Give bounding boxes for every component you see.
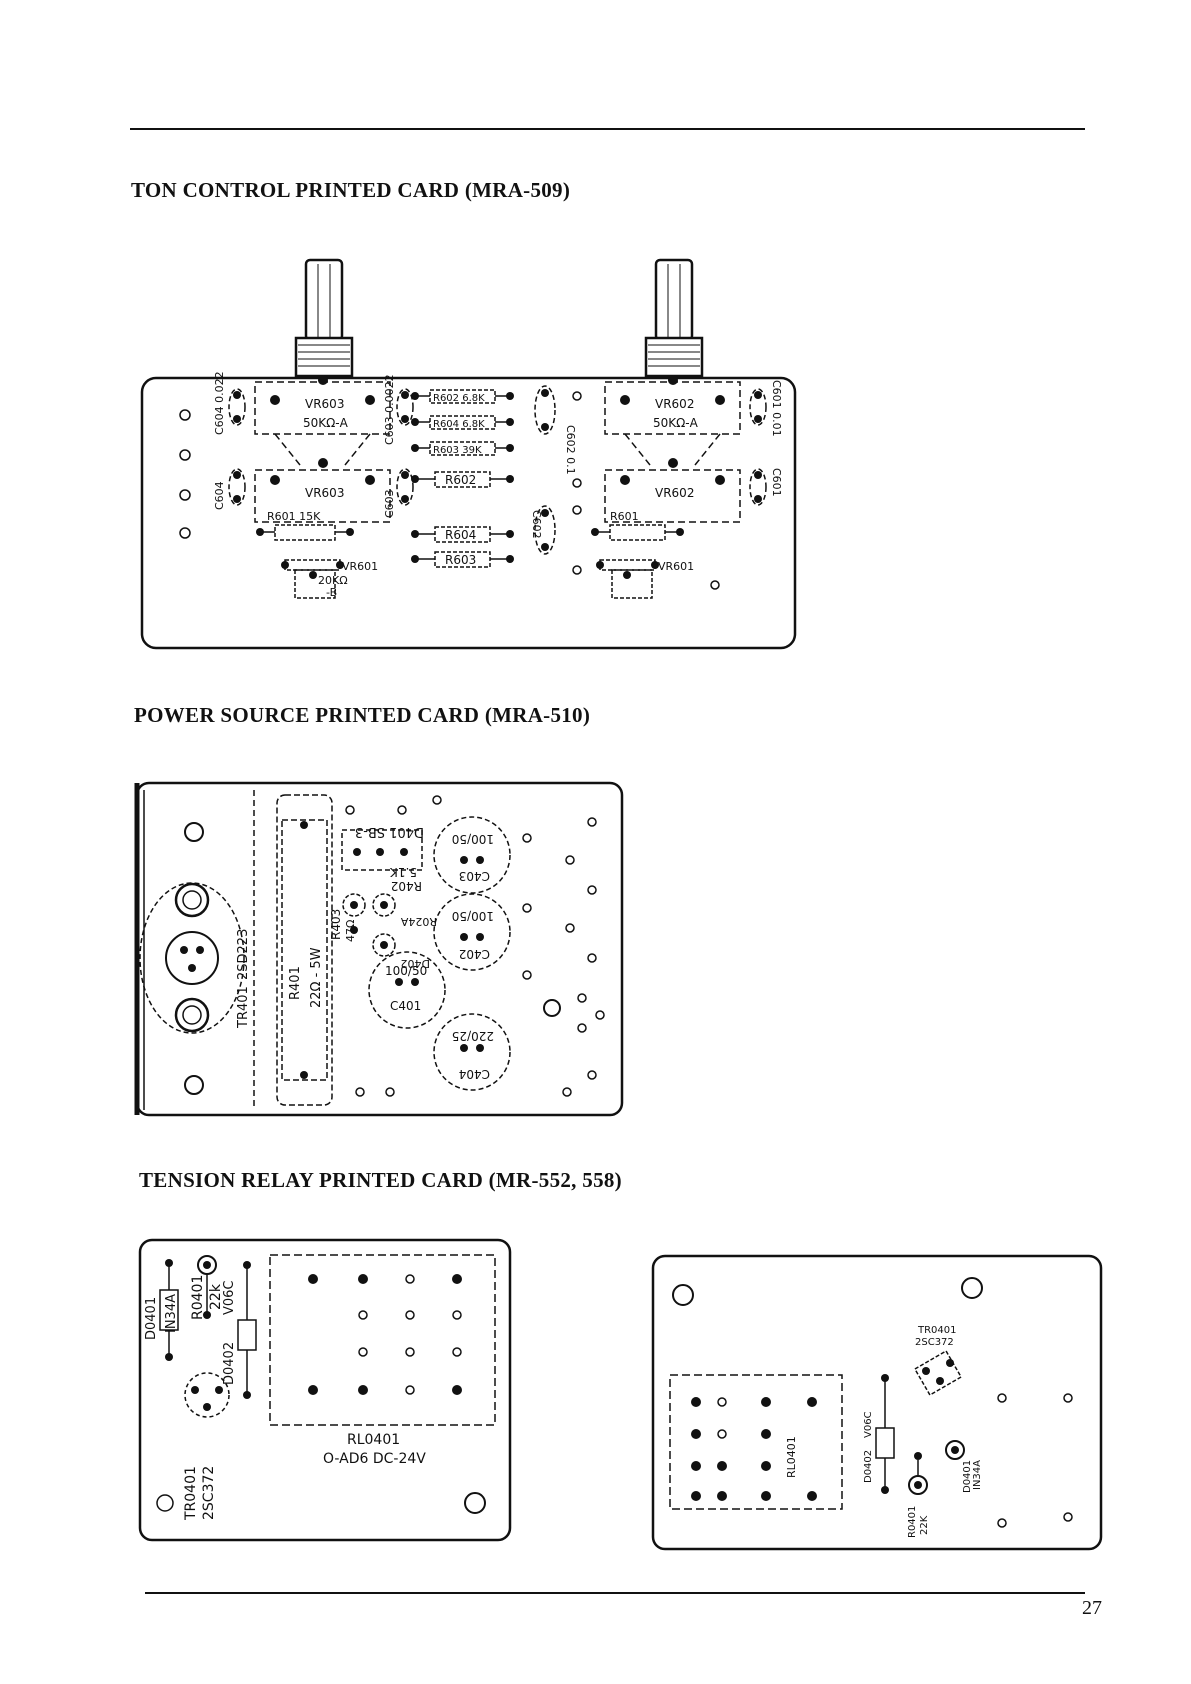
component-label-vr603-val: 50KΩ-A (303, 416, 349, 430)
component-label-d402: D402 (401, 957, 430, 970)
component-label-vr601-left: VR601 (342, 560, 378, 573)
component-label-r403-val: 47Ω (344, 920, 357, 942)
component-label-vr603-b: VR603 (305, 486, 344, 500)
pot-shaft-right (644, 258, 704, 378)
component-label-tr0401: TR0401 (917, 1325, 957, 1336)
component-label-r602: R602 (445, 473, 476, 487)
component-label-r401-val: 22Ω - 5W (309, 947, 324, 1008)
component-label-d0401: D0401 (962, 1460, 973, 1493)
component-label-c402-val: 100/50 (452, 909, 494, 923)
component-label-tr0401: TR0401 (183, 1466, 199, 1521)
component-label-r602-val: R602 6.8K (433, 393, 485, 404)
component-label-d0402-val: V06C (863, 1411, 874, 1438)
component-label-d401: D401 SB-3 (355, 824, 424, 839)
component-label-c604: C604 (213, 481, 226, 510)
component-label-vr602-val: 50KΩ-A (653, 416, 699, 430)
component-label-r601-right: R601 (610, 510, 639, 523)
page-number: 27 (1082, 1597, 1102, 1619)
power-source-board: TR401 2SD223 R401 22Ω - 5W D401 SB-3 R40… (132, 780, 632, 1120)
component-label-d0401-val: IN34A (164, 1294, 179, 1333)
component-label-vr601-left-val: 20KΩ (318, 574, 348, 587)
component-label-d0402-val: V06C (222, 1280, 237, 1315)
bottom-rule (145, 1592, 1085, 1594)
component-label-tr0401-val: 2SC372 (201, 1466, 217, 1520)
component-label-c604-val: C604 0.022 (213, 371, 226, 435)
component-label-vr602-b: VR602 (655, 486, 694, 500)
component-label-vr602-a: VR602 (655, 397, 694, 411)
component-label-c603-val: C603 0.0022 (383, 374, 396, 445)
component-label-r0401: R0401 (907, 1506, 918, 1538)
component-label-c403-val: 100/50 (452, 832, 494, 846)
component-label-vr601-left-taper: -B (326, 586, 337, 599)
component-label-c404-val: 220/25 (452, 1029, 494, 1043)
component-label-c603: C603 (383, 489, 396, 518)
tension-relay-board-right: RL0401 D0402 V06C TR0401 2SC372 R0401 22… (650, 1253, 1105, 1553)
component-label-c404: C404 (459, 1067, 490, 1081)
top-rule (130, 128, 1085, 130)
component-label-c601-val: C601 0.01 (770, 380, 783, 437)
component-label-r0401: R0401 (190, 1275, 206, 1320)
component-label-d0402: D0402 (863, 1450, 874, 1483)
component-label-c602: C602 (530, 510, 543, 539)
power-source-heading: POWER SOURCE PRINTED CARD (MRA-510) (134, 703, 591, 727)
component-label-r403: R403 (329, 909, 343, 940)
tr401-transistor (139, 882, 245, 1034)
component-label-rl0401: RL0401 (785, 1436, 798, 1478)
ton-control-board: VR603 50KΩ-A VR603 VR602 50KΩ-A VR602 C6… (130, 250, 810, 650)
component-label-r0401-val: 22K (919, 1515, 930, 1535)
component-label-d0402: D0402 (222, 1342, 237, 1385)
component-label-c401-val: 100/50 (385, 964, 427, 978)
component-label-tr0401-val: 2SC372 (915, 1337, 954, 1348)
component-label-r601-left: R601 15K (267, 510, 321, 523)
component-label-d0401: D0401 (144, 1297, 159, 1340)
component-label-r604: R604 (445, 528, 476, 542)
component-label-r024a: R024A (400, 915, 437, 928)
component-label-c401: C401 (390, 999, 421, 1013)
component-label-c601: C601 (770, 468, 783, 497)
component-label-r603: R603 (445, 553, 476, 567)
ton-control-heading: TON CONTROL PRINTED CARD (MRA-509) (131, 178, 571, 202)
component-label-r401: R401 (288, 966, 303, 1000)
tension-relay-board-left: D0401 IN34A R0401 22k TR0401 2SC372 D040… (135, 1235, 515, 1545)
component-label-r0401-val: 22k (208, 1283, 224, 1310)
component-label-vr603-a: VR603 (305, 397, 344, 411)
component-label-c403: C403 (459, 869, 490, 883)
component-label-rl0401-val: O-AD6 DC-24V (323, 1451, 426, 1467)
tension-relay-heading: TENSION RELAY PRINTED CARD (MR-552, 558) (139, 1168, 622, 1192)
component-label-r604-val: R604 6.8K (433, 419, 485, 430)
component-label-tr401-val: 2SD223 (236, 929, 251, 980)
component-label-vr601-right: VR601 (658, 560, 694, 573)
component-label-c602-val: C602 0.1 (564, 425, 577, 475)
component-label-rl0401: RL0401 (347, 1432, 400, 1448)
component-label-tr401: TR401 (236, 986, 251, 1029)
component-label-r402-val: 5.1K (389, 865, 417, 879)
component-label-c402: C402 (459, 947, 490, 961)
component-label-d0401-val: IN34A (972, 1460, 983, 1490)
component-label-r603-val: R603 39K (433, 445, 482, 456)
pot-shaft-left (294, 258, 354, 378)
component-label-r402: R402 (391, 879, 422, 893)
